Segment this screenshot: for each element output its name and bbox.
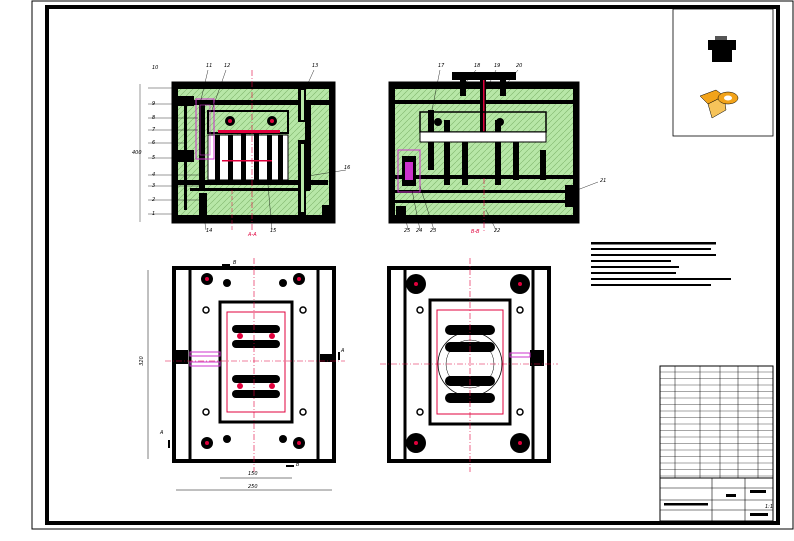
technical-notes: [591, 242, 731, 286]
section-view-right: [388, 69, 599, 232]
callout-14: 14: [206, 228, 213, 234]
plan-view-left: [147, 258, 345, 491]
callout-13: 13: [312, 63, 319, 69]
callout-3: 3: [152, 183, 156, 189]
dim-height-left: 400: [132, 150, 142, 156]
callout-4: 4: [152, 172, 156, 178]
callout-20: 20: [516, 63, 523, 69]
callout-23: 23: [430, 228, 437, 234]
callout-16: 16: [344, 165, 351, 171]
callout-6: 6: [152, 140, 156, 146]
outer-border: [31, 0, 794, 530]
callout-17: 17: [438, 63, 445, 69]
section-label-left: A-A: [248, 232, 257, 238]
callout-15: 15: [270, 228, 277, 234]
inner-border: [45, 5, 780, 525]
callout-5: 5: [152, 155, 156, 161]
callout-12: 12: [224, 63, 231, 69]
plan-view-right: [380, 258, 558, 472]
plan-marker-b-top: B: [233, 260, 237, 266]
section-view-left: [139, 69, 347, 232]
plan-marker-a-left: A: [160, 430, 164, 436]
callout-8: 8: [152, 115, 156, 121]
callout-7: 7: [152, 127, 156, 133]
plan-marker-a-right: A: [341, 348, 345, 354]
callout-11: 11: [206, 63, 213, 69]
dim-width-inner: 150: [248, 471, 258, 477]
callout-9: 9: [152, 101, 156, 107]
iso-preview: [672, 8, 774, 137]
callout-1: 1: [152, 211, 156, 217]
callout-19: 19: [494, 63, 501, 69]
callout-18: 18: [474, 63, 481, 69]
plan-marker-b-bottom: B: [296, 462, 300, 468]
title-scale: 1:1: [765, 504, 774, 510]
callout-2: 2: [152, 197, 156, 203]
callout-24: 24: [416, 228, 423, 234]
callout-10: 10: [152, 65, 159, 71]
callout-21: 21: [600, 178, 607, 184]
callout-25: 25: [404, 228, 411, 234]
dim-height-plan: 320: [138, 356, 145, 366]
section-label-right: B-B: [471, 229, 480, 235]
callout-22: 22: [494, 228, 501, 234]
dim-width-outer: 250: [248, 484, 258, 490]
title-block: [659, 365, 774, 522]
